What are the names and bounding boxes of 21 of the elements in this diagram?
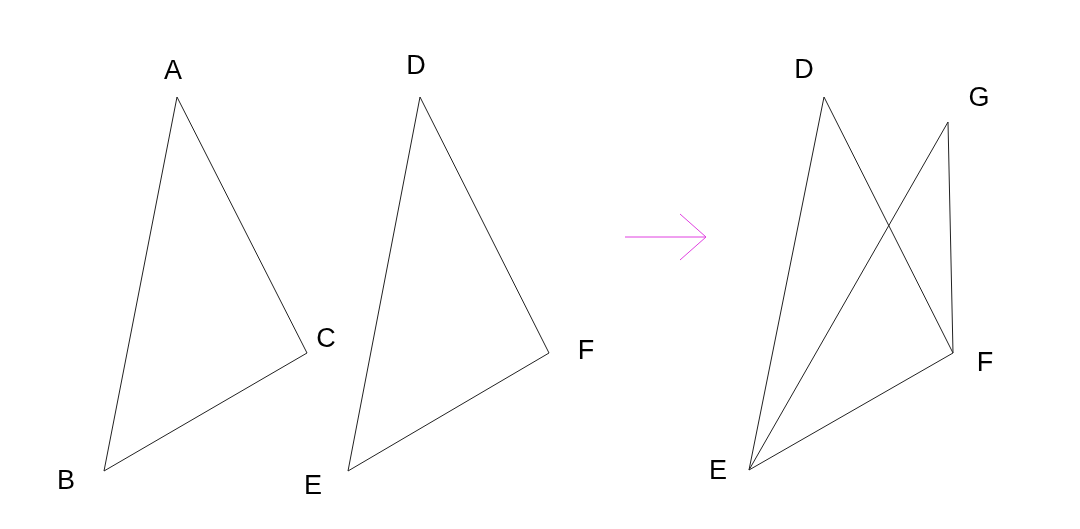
triangle-side — [103, 352, 308, 472]
vertex-label: D — [792, 54, 824, 97]
vertex-label: G — [948, 82, 991, 122]
vertex-label: C — [307, 323, 338, 353]
vertex-label: B — [54, 465, 104, 495]
triangle-side — [748, 96, 825, 471]
triangle-side — [823, 96, 954, 354]
triangle-side — [103, 96, 178, 472]
triangle-side — [748, 121, 949, 471]
vertex-label: F — [953, 347, 997, 377]
vertex-label: D — [404, 50, 428, 97]
triangle-side — [176, 96, 308, 354]
vertex-label: E — [706, 455, 749, 485]
triangle-side — [347, 352, 550, 472]
vertex-label: F — [549, 335, 598, 365]
triangle-side — [748, 352, 954, 471]
triangle-side — [347, 96, 421, 472]
vertex-label: A — [161, 55, 185, 97]
triangle-side — [947, 121, 954, 354]
vertex-label: E — [301, 470, 348, 500]
triangle-side — [419, 96, 550, 354]
